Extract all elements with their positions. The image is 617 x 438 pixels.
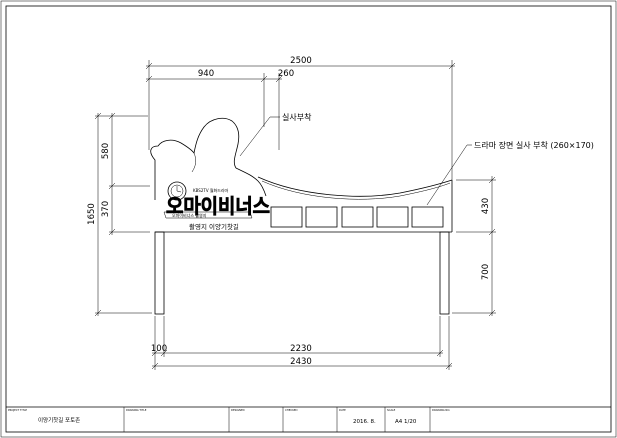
bottom-dimensions: 100 2230 2430: [151, 316, 453, 370]
dim-left-lower: 370: [101, 201, 111, 217]
drama-logo: KBS2TV 월화드라마 오마이비너스 오마이비너스 촬영지 촬영지 이양기찻길: [163, 181, 270, 231]
board-top-curve: [257, 176, 453, 197]
logo-ribbon-text: 오마이비너스 촬영지: [172, 212, 207, 218]
callouts: 실사부착 드라마 장면 실사 부착 (260×170): [239, 112, 594, 206]
photo-frame-5: [411, 206, 444, 228]
tb-date: 2016. 8.: [353, 419, 376, 425]
dim-bottom-left: 100: [151, 344, 167, 354]
dim-right-lower: 700: [481, 264, 491, 280]
logo-clock-icon: [167, 181, 187, 201]
figure-silhouette: [150, 117, 267, 200]
tb-project-title: 이양기찻길 포토존: [38, 416, 80, 424]
dim-left-upper: 580: [101, 143, 111, 159]
dim-left-total: 1650: [87, 203, 97, 225]
top-dimensions: 2500 940 260: [145, 56, 456, 180]
dim-top-left: 940: [198, 69, 214, 79]
tb-drawing-title-label: DRAWING TITLE: [126, 408, 147, 412]
right-dimensions: 430 700: [452, 176, 496, 317]
sheet-inner-border: [5, 5, 612, 433]
tb-scale-label: SCALE: [387, 408, 396, 412]
dim-bottom-inner: 2230: [290, 344, 312, 354]
sign-subtitle: 촬영지 이양기찻길: [189, 222, 239, 231]
title-block: PROJECT TITLE 이양기찻길 포토존 DRAWING TITLE DE…: [6, 406, 611, 432]
tb-drawing-no-label: DRAWING NO.: [432, 408, 450, 412]
board-top-curve-inner: [261, 180, 451, 200]
photo-frame-2: [305, 206, 338, 228]
callout-drama-scene: 드라마 장면 실사 부착 (260×170): [474, 140, 594, 150]
logo-ribbon: [163, 211, 253, 219]
photo-frame-4: [376, 206, 409, 228]
left-dimensions: 1650 580 370: [87, 112, 152, 317]
photo-frame-3: [341, 206, 374, 228]
dim-top-total: 2500: [290, 56, 312, 66]
figure-inner-line: [191, 152, 196, 173]
tb-project-title-label: PROJECT TITLE: [8, 408, 27, 412]
dim-right-upper: 430: [481, 198, 491, 214]
tb-designed-label: DESIGNED: [231, 408, 245, 412]
photo-zone-sign: KBS2TV 월화드라마 오마이비너스 오마이비너스 촬영지 촬영지 이양기찻길: [150, 117, 453, 315]
right-leg: [439, 231, 450, 315]
left-leg: [154, 231, 165, 315]
dim-top-mid: 260: [278, 69, 294, 79]
photo-frame-1: [270, 206, 303, 228]
tb-checked-label: CHECKED: [285, 408, 298, 412]
logo-main-text: 오마이비너스: [166, 194, 270, 218]
tb-scale: A4 1/20: [395, 419, 417, 425]
callout-photo-attach: 실사부착: [282, 112, 312, 122]
tb-date-label: DATE: [339, 408, 346, 412]
dim-bottom-total: 2430: [290, 357, 312, 367]
logo-top-text: KBS2TV 월화드라마: [193, 187, 229, 193]
